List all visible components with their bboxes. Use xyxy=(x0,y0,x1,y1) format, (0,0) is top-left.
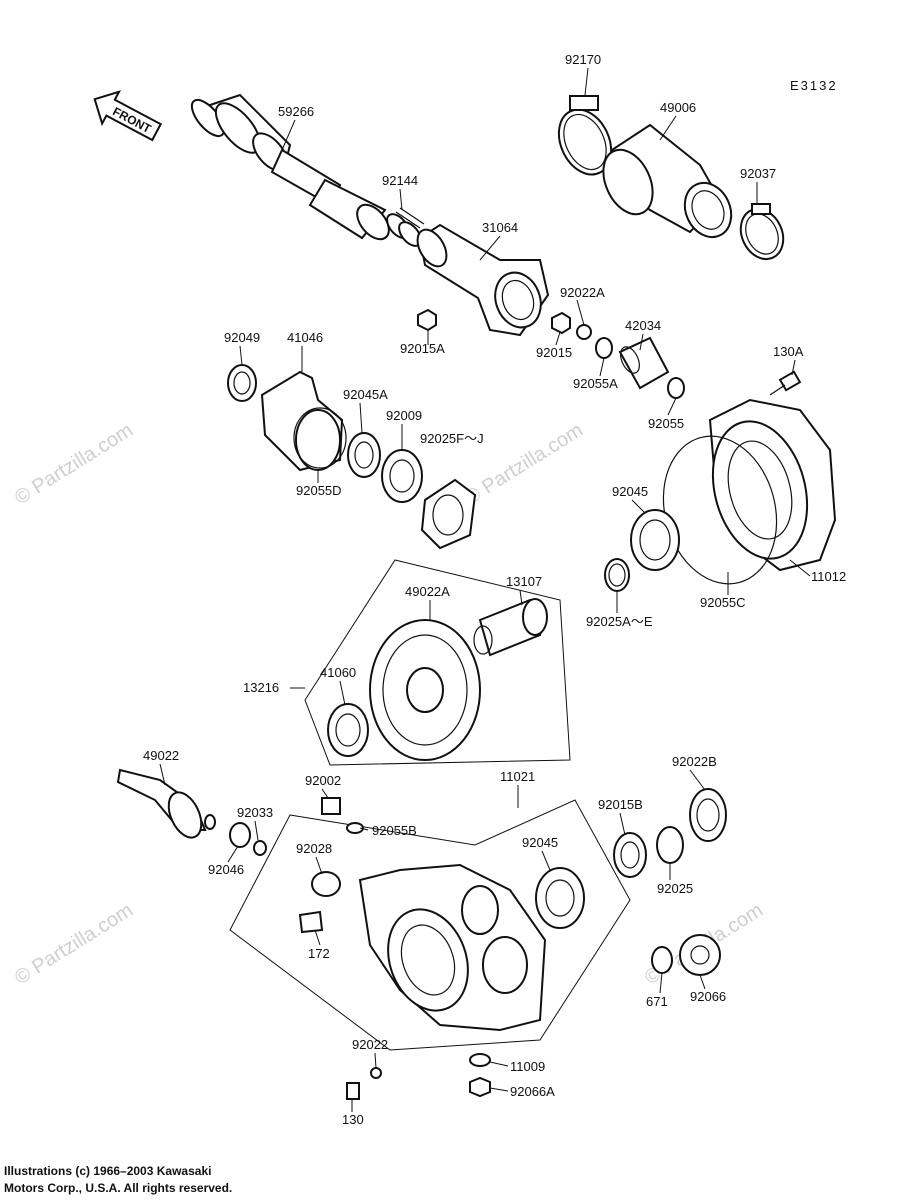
label-92055B: 92055B xyxy=(372,823,417,838)
housing-right-parts xyxy=(535,788,727,976)
leader-lines xyxy=(159,67,811,1112)
label-41046: 41046 xyxy=(287,330,323,345)
ring-gear-group xyxy=(327,598,548,761)
label-92037: 92037 xyxy=(740,166,776,181)
label-92002: 92002 xyxy=(305,773,341,788)
label-11012: 11012 xyxy=(811,569,846,584)
label-92144: 92144 xyxy=(382,173,418,188)
label-92066A: 92066A xyxy=(510,1084,555,1099)
label-130A: 130A xyxy=(773,344,804,359)
label-92066: 92066 xyxy=(690,989,726,1004)
part-labels: 92170 49006 92037 59266 92144 31064 9202… xyxy=(143,52,846,1127)
label-92055C: 92055C xyxy=(700,595,746,610)
label-92033: 92033 xyxy=(237,805,273,820)
watermark: © Partzilla.com xyxy=(11,419,137,509)
label-92055D: 92055D xyxy=(296,483,342,498)
bearing-92045-upper xyxy=(604,509,680,592)
part-31064 xyxy=(416,223,550,337)
label-49022A: 49022A xyxy=(405,584,450,599)
label-92049: 92049 xyxy=(224,330,260,345)
copyright-line-2: Motors Corp., U.S.A. All rights reserved… xyxy=(4,1181,232,1195)
label-11009: 11009 xyxy=(510,1059,545,1074)
label-49022: 49022 xyxy=(143,748,179,763)
pinion-49022 xyxy=(116,768,267,856)
label-92009: 92009 xyxy=(386,408,422,423)
label-92055: 92055 xyxy=(648,416,684,431)
label-11021: 11021 xyxy=(500,769,535,784)
label-92025AE: 92025A～E xyxy=(586,614,653,629)
propeller-shaft-group xyxy=(190,93,425,247)
label-59266: 59266 xyxy=(278,104,314,119)
front-arrow: FRONT xyxy=(93,90,163,142)
label-671: 671 xyxy=(646,994,668,1009)
label-92015B: 92015B xyxy=(598,797,643,812)
label-92022B: 92022B xyxy=(672,754,717,769)
fastener-row xyxy=(417,308,685,399)
label-92045: 92045 xyxy=(612,484,648,499)
label-13107: 13107 xyxy=(506,574,542,589)
housing-11021 xyxy=(358,863,547,1032)
middle-left-group xyxy=(227,364,477,550)
label-92045A: 92045A xyxy=(343,387,388,402)
label-172: 172 xyxy=(308,946,330,961)
label-130: 130 xyxy=(342,1112,364,1127)
label-92022A: 92022A xyxy=(560,285,605,300)
label-49006: 49006 xyxy=(660,100,696,115)
label-92015A: 92015A xyxy=(400,341,445,356)
label-42034: 42034 xyxy=(625,318,661,333)
housing-small-parts xyxy=(298,797,491,1100)
label-92046: 92046 xyxy=(208,862,244,877)
part-130A xyxy=(769,370,802,396)
gear-set-box xyxy=(304,559,571,766)
diagram-code: E3132 xyxy=(790,78,838,93)
label-92015: 92015 xyxy=(536,345,572,360)
copyright-line-1: Illustrations (c) 1966–2003 Kawasaki xyxy=(4,1164,211,1178)
label-92045-lower: 92045 xyxy=(522,835,558,850)
watermark: © Partzilla.com xyxy=(11,899,137,989)
label-92055A: 92055A xyxy=(573,376,618,391)
label-92028: 92028 xyxy=(296,841,332,856)
label-92170: 92170 xyxy=(565,52,601,67)
label-92025: 92025 xyxy=(657,881,693,896)
label-92022: 92022 xyxy=(352,1037,388,1052)
boot-group xyxy=(557,95,785,261)
label-41060: 41060 xyxy=(320,665,356,680)
label-92025FJ: 92025F～J xyxy=(420,431,484,446)
label-13216: 13216 xyxy=(243,680,279,695)
label-31064: 31064 xyxy=(482,220,518,235)
housing-box xyxy=(229,799,631,1051)
